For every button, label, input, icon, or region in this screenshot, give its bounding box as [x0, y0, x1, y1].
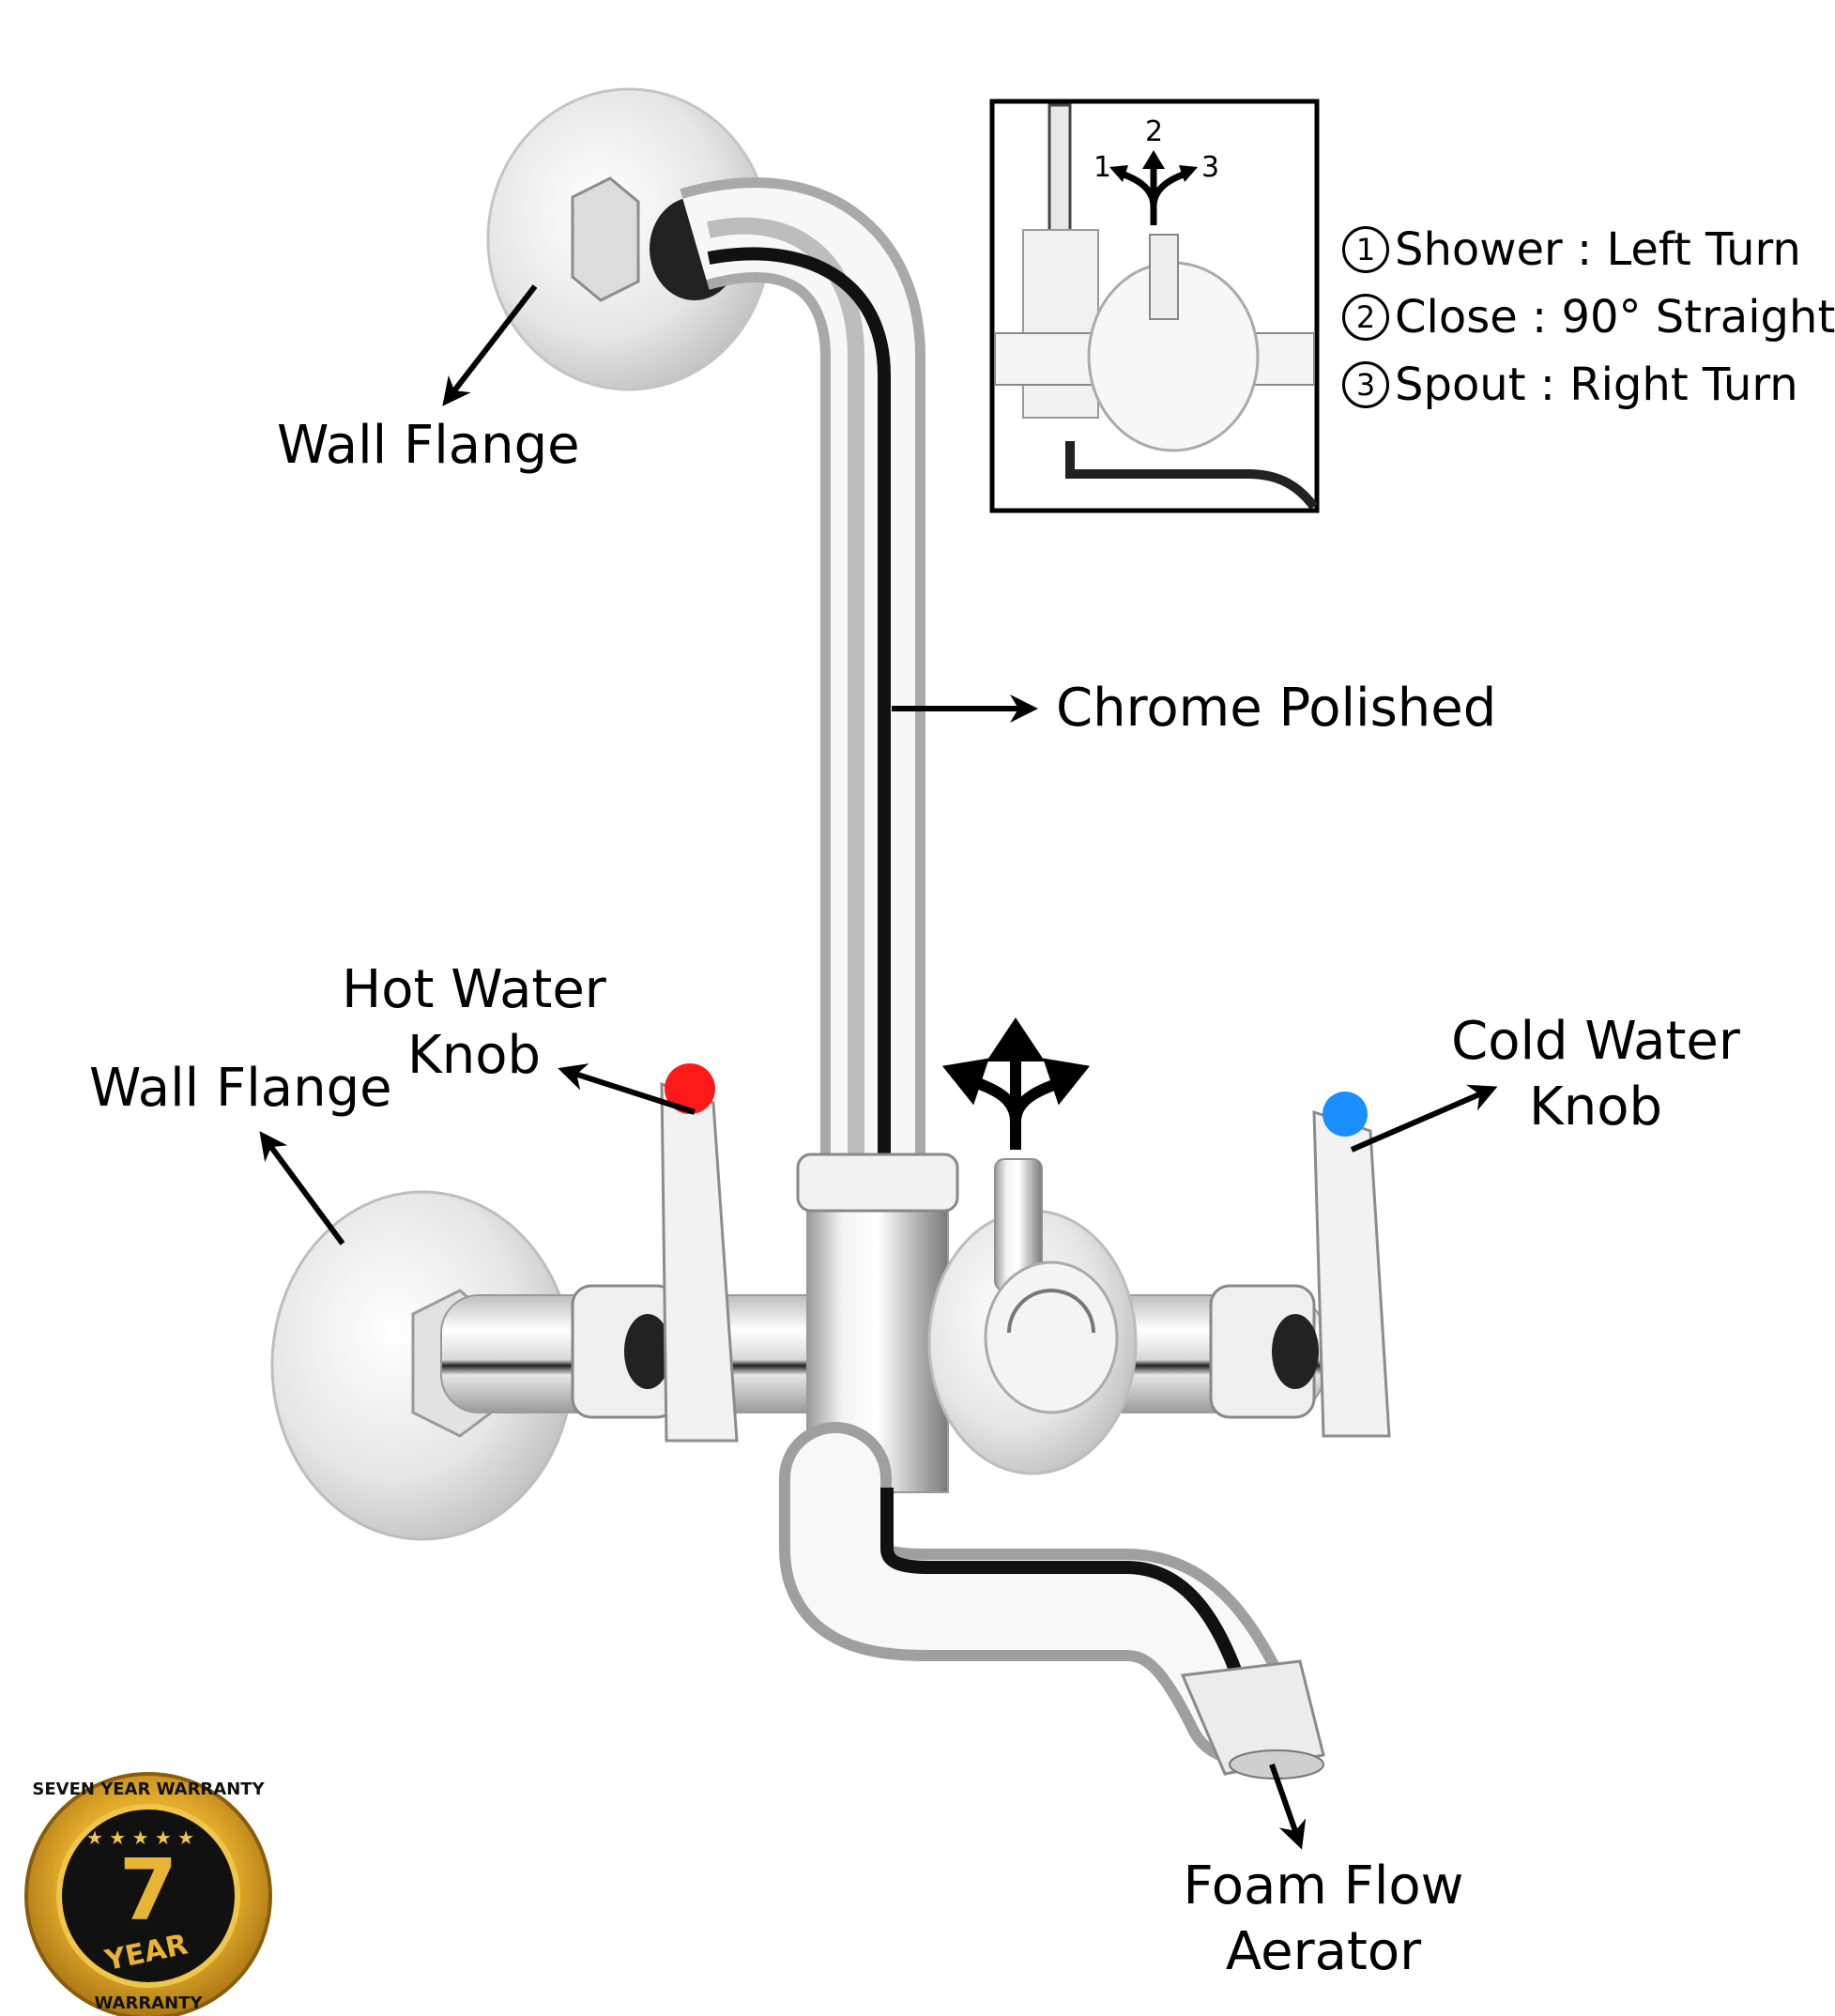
mode-close: 2 Close : 90° Straight: [1342, 291, 1835, 344]
hot-water-knob: [571, 1081, 739, 1443]
svg-text:★ ★ ★ ★ ★: ★ ★ ★ ★ ★: [86, 1826, 194, 1849]
warranty-badge: 7 YEAR ★ ★ ★ ★ ★ SEVEN YEAR WARRANTY WAR…: [24, 1772, 272, 2016]
top-wall-flange: [486, 87, 772, 391]
hot-indicator-dot: [665, 1063, 715, 1114]
spout: [779, 1422, 1325, 1779]
cold-indicator-dot: [1323, 1092, 1368, 1137]
mode-number-1: 1: [1342, 226, 1389, 273]
label-wall-flange-top: Wall Flange: [277, 415, 580, 476]
diverter-arrow-symbol: [941, 1017, 1091, 1150]
label-foam-flow-line2: Aerator: [1225, 1921, 1422, 1982]
cold-water-knob: [1209, 1109, 1391, 1438]
mode-number-3: 3: [1342, 361, 1389, 408]
inset-number-3: 3: [1201, 151, 1220, 184]
label-wall-flange-left: Wall Flange: [89, 1058, 392, 1119]
mode-shower-text: Shower : Left Turn: [1395, 223, 1801, 276]
diverter-inset: [989, 99, 1320, 513]
mode-shower: 1 Shower : Left Turn: [1342, 223, 1801, 276]
mode-number-2: 2: [1342, 294, 1389, 341]
label-hot-water-line2: Knob: [406, 1025, 542, 1086]
label-cold-water-line1: Cold Water: [1451, 1011, 1740, 1072]
label-arrows: [259, 284, 1498, 1850]
shower-pipe: [680, 177, 925, 1164]
mode-spout-text: Spout : Right Turn: [1395, 359, 1798, 411]
label-foam-flow-line1: Foam Flow: [1183, 1856, 1464, 1917]
badge-number: 7: [119, 1841, 178, 1940]
label-hot-water-line1: Hot Water: [342, 959, 606, 1020]
badge-top-text: SEVEN YEAR WARRANTY: [32, 1779, 265, 1799]
diverter-body: [796, 1153, 1138, 1493]
inset-number-2: 2: [1145, 115, 1164, 148]
badge-bottom-text: WARRANTY: [94, 1993, 203, 2013]
inset-number-1: 1: [1093, 151, 1112, 184]
label-cold-water-knob: Cold Water Knob: [1436, 1009, 1755, 1140]
label-hot-water-knob: Hot Water Knob: [324, 957, 624, 1089]
mode-close-text: Close : 90° Straight: [1395, 291, 1835, 344]
label-chrome-polished: Chrome Polished: [1056, 678, 1497, 739]
label-foam-flow-aerator: Foam Flow Aerator: [1164, 1854, 1483, 1985]
label-cold-water-line2: Knob: [1528, 1077, 1663, 1138]
mode-spout: 3 Spout : Right Turn: [1342, 359, 1798, 411]
